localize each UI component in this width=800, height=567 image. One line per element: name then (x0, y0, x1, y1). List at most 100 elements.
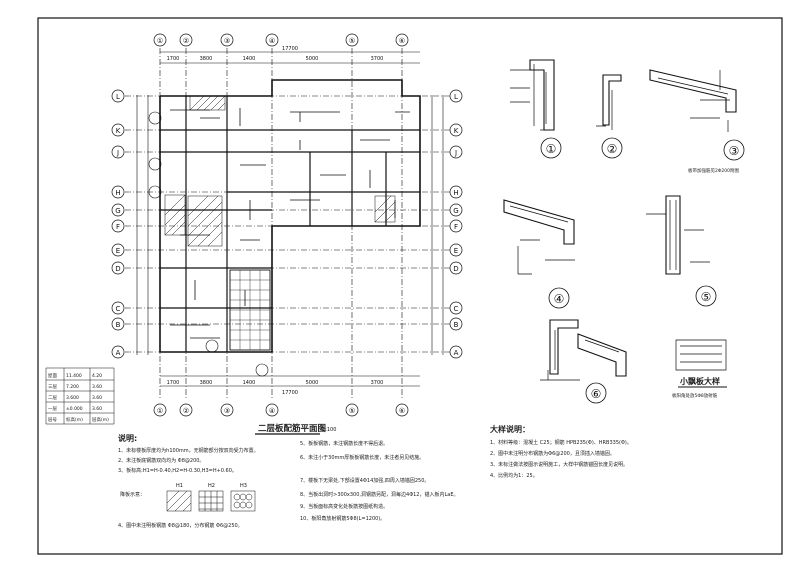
detail-sections (503, 59, 737, 381)
detail3-caption: 板带加强筋见2Φ200附图 (688, 167, 739, 174)
axis-right-L: L (454, 93, 458, 101)
axis-top-4: ④ (269, 37, 275, 45)
elev-row4-name: 一层 (48, 406, 57, 412)
floor-plan (125, 48, 450, 400)
axis-top-6: ⑥ (399, 37, 405, 45)
axis-left-F: F (116, 223, 120, 231)
axis-right-F: F (454, 223, 458, 231)
legend-label: 降板示意： (120, 491, 145, 498)
notes-right-2: 2、图中未注明分布钢筋为Φ6@200，且须插入墙锚固。 (490, 450, 615, 457)
plan-scale: 1:100 (322, 427, 336, 433)
axis-top-2: ② (183, 37, 189, 45)
dim-top-2: 3800 (200, 56, 213, 62)
legend-h2-label: H2 (208, 483, 215, 489)
elev-footer-elev: 标高(m) (66, 416, 83, 423)
axis-bottom-5: ⑤ (349, 407, 355, 415)
dim-bottom-total: 17700 (282, 390, 298, 396)
axis-left-J: J (116, 149, 119, 157)
notes-mid-8: 8、当板出洞时>300x300,洞钢筋另配，洞每边4Φ12，锚入板内LaE。 (300, 491, 459, 498)
axis-right-B: B (454, 321, 459, 329)
notes-mid-9: 9、当板面标高变化处板筋按图纸构造。 (300, 503, 388, 510)
axis-left-K: K (116, 127, 121, 135)
notes-mid-6: 6、未注小于30mm厚板板钢筋长度，未注者另见结施。 (300, 454, 424, 461)
legend-swatches (166, 490, 256, 512)
elev-row2-h: 3.60 (92, 384, 102, 390)
detail-label-5: ⑤ (701, 290, 712, 304)
axis-right-D: D (453, 265, 458, 273)
axis-right-G: G (453, 207, 458, 215)
dim-top-total: 17700 (282, 46, 298, 52)
small-eave-title: 小飘板大样 (679, 376, 720, 386)
notes-mid-10: 10、板阳角放射钢筋5Φ8(L=1200)。 (300, 515, 385, 522)
dim-bottom-4: 5000 (306, 380, 319, 386)
notes-right-3: 3、未标注做法按图示说明施工，大样中钢筋锚固长度见说明。 (490, 461, 628, 468)
detail-bubbles (540, 137, 745, 404)
axis-left-D: D (115, 265, 120, 273)
small-eave-subtitle: 板阳角处放5Φ8放射筋 (672, 392, 718, 399)
elev-footer-h: 层高(m) (92, 416, 109, 423)
notes-mid-5: 5、板板钢筋，未注钢筋长度不得后退。 (300, 440, 388, 447)
notes-left-2: 2、未注板底钢筋双向均为 Φ8@200。 (118, 457, 204, 464)
elev-row2-name: 三层 (48, 384, 57, 390)
axis-right-J: J (454, 149, 457, 157)
notes-right-1: 1、材料等级：混凝土 C25；钢筋 HPB235(Φ)、HRB335(Φ)。 (490, 439, 632, 446)
axis-bottom-4: ④ (269, 407, 275, 415)
dim-bottom-1: 1700 (167, 380, 180, 386)
elev-row3-elev: 3.600 (66, 395, 79, 401)
notes-left-heading: 说明: (118, 433, 137, 443)
elev-row2-elev: 7.200 (66, 384, 79, 390)
axis-bottom-6: ⑥ (399, 407, 405, 415)
plan-title: 二层板配筋平面图 (258, 423, 326, 434)
elev-row4-h: 3.60 (92, 406, 102, 412)
axis-right-K: K (454, 127, 459, 135)
axis-right-A: A (454, 349, 459, 357)
elev-footer-name: 层号 (48, 417, 57, 423)
notes-right-heading: 大样说明： (490, 424, 530, 434)
dim-bottom-3: 1400 (243, 380, 256, 386)
axis-left-A: A (116, 349, 121, 357)
axis-top-1: ① (157, 37, 163, 45)
elev-row1-elev: 11.400 (66, 373, 82, 379)
legend-h1-label: H1 (176, 483, 183, 489)
axis-left-G: G (115, 207, 120, 215)
axis-top-3: ③ (224, 37, 230, 45)
dim-top-5: 3700 (371, 56, 384, 62)
sheet-border (37, 17, 783, 555)
dim-top-1: 1700 (167, 56, 180, 62)
detail-label-3: ③ (729, 144, 740, 158)
dim-top-4: 5000 (306, 56, 319, 62)
axis-bottom-1: ① (157, 407, 163, 415)
axis-top-5: ⑤ (349, 37, 355, 45)
elev-row4-elev: ±0.000 (66, 406, 83, 412)
dim-top-3: 1400 (243, 56, 256, 62)
notes-left-4: 4、图中未注明板钢筋 Φ8@180，分布钢筋 Φ6@250。 (118, 522, 243, 529)
elev-row1-h: 4.20 (92, 373, 102, 379)
axis-left-H: H (115, 189, 120, 197)
elev-row3-h: 3.60 (92, 395, 102, 401)
detail-label-6: ⑥ (591, 387, 602, 401)
legend-h3-label: H3 (240, 483, 247, 489)
axis-bubbles-top (153, 33, 409, 417)
axis-left-E: E (116, 247, 120, 255)
detail-label-2: ② (607, 142, 618, 156)
dim-bottom-2: 3800 (200, 380, 213, 386)
elev-row1-name: 屋面 (48, 373, 57, 379)
notes-left-1: 1、未标楼板厚度均为h100mm，无钢筋部分按双向受力布置。 (118, 447, 259, 454)
axis-bubbles-side (111, 89, 463, 359)
axis-left-B: B (116, 321, 121, 329)
axis-right-C: C (454, 305, 459, 313)
axis-bottom-3: ③ (224, 407, 230, 415)
detail-label-1: ① (546, 142, 557, 156)
detail-label-4: ④ (554, 292, 565, 306)
axis-right-E: E (454, 247, 458, 255)
elevation-table (45, 367, 115, 425)
dim-bottom-5: 3700 (371, 380, 384, 386)
axis-bottom-2: ② (183, 407, 189, 415)
axis-left-C: C (116, 305, 121, 313)
axis-left-L: L (116, 93, 120, 101)
notes-mid-7: 7、楼板下无梁处,下部设置4Φ14加强,四周入墙锚固250。 (300, 477, 429, 484)
elev-row3-name: 二层 (48, 395, 57, 401)
axis-right-H: H (453, 189, 458, 197)
notes-right-4: 4、比例均为1：25。 (490, 472, 538, 479)
